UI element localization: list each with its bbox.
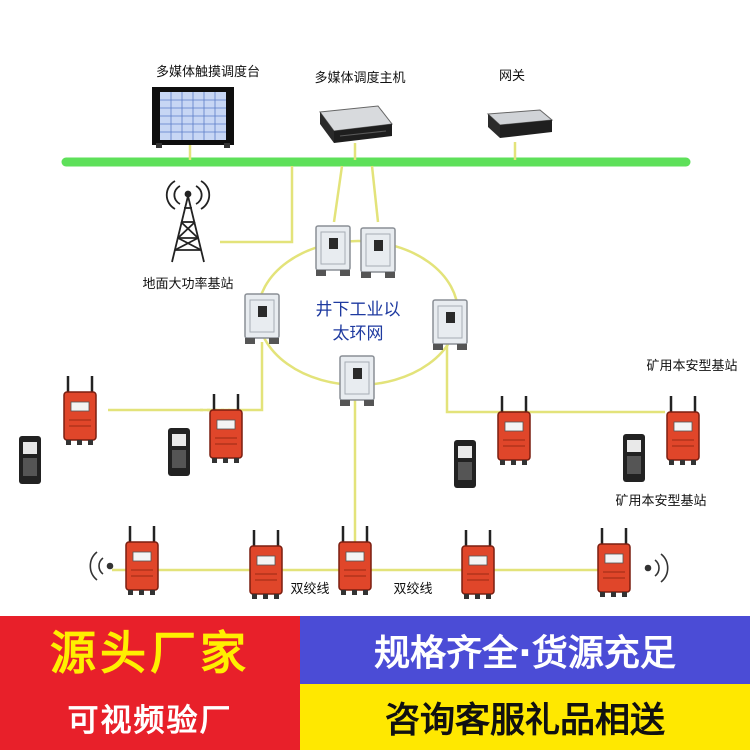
dispatch-host-label: 多媒体调度主机 <box>314 70 405 86</box>
mine-station <box>208 392 244 465</box>
mine-station <box>596 526 632 599</box>
gateway <box>486 109 554 138</box>
mine-station <box>248 528 284 601</box>
ring-label-line1: 井下工业以 <box>316 300 401 320</box>
terminal-phone <box>454 440 476 488</box>
terminal-phone <box>168 428 190 476</box>
ring-switch <box>360 227 396 279</box>
terminal-phone <box>19 436 41 484</box>
mine-station <box>496 394 532 467</box>
banner-right-top: 规格齐全·货源充足 <box>300 616 750 684</box>
promo-banner: 源头厂家 可视频验厂 规格齐全·货源充足 咨询客服礼品相送 <box>0 616 750 750</box>
dispatch-host <box>319 105 393 143</box>
ring-label-line2: 太环网 <box>333 324 384 344</box>
banner-left-top-text: 源头厂家 <box>50 626 250 680</box>
ground-tower-icon <box>165 180 211 263</box>
ring-switch <box>432 299 468 351</box>
ground-station-label: 地面大功率基站 <box>142 276 233 292</box>
touch-console <box>152 87 234 148</box>
mine-station <box>62 374 98 447</box>
terminal-phone <box>623 434 645 482</box>
banner-right-bottom: 咨询客服礼品相送 <box>300 684 750 750</box>
touch-console-label: 多媒体触摸调度台 <box>156 64 260 80</box>
banner-left-bottom: 可视频验厂 <box>0 684 300 750</box>
ring-switch <box>315 225 351 277</box>
twisted-pair-label-2: 双绞线 <box>393 581 432 597</box>
gateway-label: 网关 <box>499 69 525 84</box>
banner-left-bottom-text: 可视频验厂 <box>67 702 233 739</box>
mine-station <box>460 528 496 601</box>
banner-left-top: 源头厂家 <box>0 616 300 684</box>
banner-right-top-text: 规格齐全·货源充足 <box>374 633 676 674</box>
link-lines <box>108 142 665 572</box>
mine-station-top-label: 矿用本安型基站 <box>646 359 737 374</box>
signal-wave-left-icon <box>89 551 114 581</box>
banner-right-bottom-text: 咨询客服礼品相送 <box>384 700 665 741</box>
mine-station <box>124 524 160 597</box>
signal-wave-right-icon <box>644 553 669 583</box>
mine-station-bottom-label: 矿用本安型基站 <box>615 494 706 509</box>
ring-switch <box>244 293 280 345</box>
twisted-pair-label-1: 双绞线 <box>290 581 329 597</box>
mine-station <box>665 394 701 467</box>
ring-switch <box>339 355 375 407</box>
network-diagram: 多媒体触摸调度台 多媒体调度主机 网关 地面大功率基站 井下工业以 太环网 <box>19 64 738 601</box>
